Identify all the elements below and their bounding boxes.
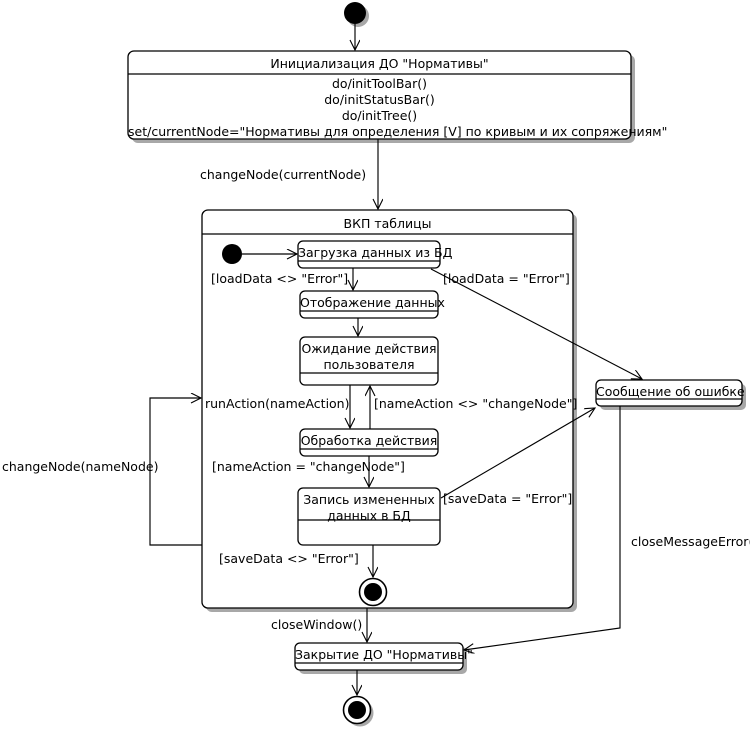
label-save-ok: [saveData <> "Error"] [219, 551, 359, 566]
state-init-action-3: set/currentNode="Нормативы для определен… [128, 124, 668, 139]
state-save-data-label-line2: данных в БД [327, 508, 411, 523]
transition-error-close [464, 406, 621, 650]
state-error-message-label: Сообщение об ошибке [596, 384, 745, 399]
initial-state-top [344, 2, 366, 24]
state-composite-table[interactable] [201, 209, 574, 609]
state-init-action-1: do/initStatusBar() [324, 92, 435, 107]
label-close-window: closeWindow() [271, 617, 363, 632]
state-process-action-label: Обработка действия [300, 433, 438, 448]
transition-save-error [440, 408, 595, 499]
label-name-action-eq: [nameAction = "changeNode"] [212, 459, 405, 474]
label-load-err: [loadData = "Error"] [443, 271, 570, 286]
label-change-node-current: changeNode(currentNode) [200, 167, 367, 182]
label-name-action-ne: [nameAction <> "changeNode"] [374, 396, 578, 411]
state-init[interactable] [127, 50, 632, 140]
state-close-label: Закрытие ДО "Нормативы" [295, 647, 473, 662]
state-show-data-label: Отображение данных [300, 295, 445, 310]
state-close[interactable] [294, 642, 464, 671]
state-init-action-0: do/initToolBar() [332, 76, 427, 91]
label-save-err: [saveData = "Error"] [443, 491, 573, 506]
state-show-data[interactable] [299, 290, 439, 319]
label-change-node-name: changeNode(nameNode) [2, 459, 159, 474]
transition-load-error [430, 268, 642, 379]
state-init-title: Инициализация ДО "Нормативы" [270, 56, 489, 71]
state-load-data-label: Загрузка данных из БД [298, 245, 453, 260]
state-error-message[interactable] [595, 379, 743, 407]
final-state-inner [358, 577, 388, 607]
state-wait-user-action-label-line2: пользователя [323, 357, 415, 372]
label-run-action: runAction(nameAction) [205, 396, 350, 411]
final-state-bottom [342, 695, 372, 725]
label-close-message-error: closeMessageError() [631, 534, 750, 549]
state-wait-user-action-label-line1: Ожидание действия [301, 341, 437, 356]
label-load-ok: [loadData <> "Error"] [211, 271, 349, 286]
state-wait-user-action[interactable] [299, 336, 439, 386]
state-composite-title: ВКП таблицы [343, 216, 432, 231]
state-save-data-label-line1: Запись измененных [303, 492, 435, 507]
state-init-action-2: do/initTree() [341, 108, 418, 123]
initial-state-inner [222, 244, 242, 264]
state-load-data[interactable] [297, 240, 441, 269]
transition-composite-self [149, 398, 202, 546]
